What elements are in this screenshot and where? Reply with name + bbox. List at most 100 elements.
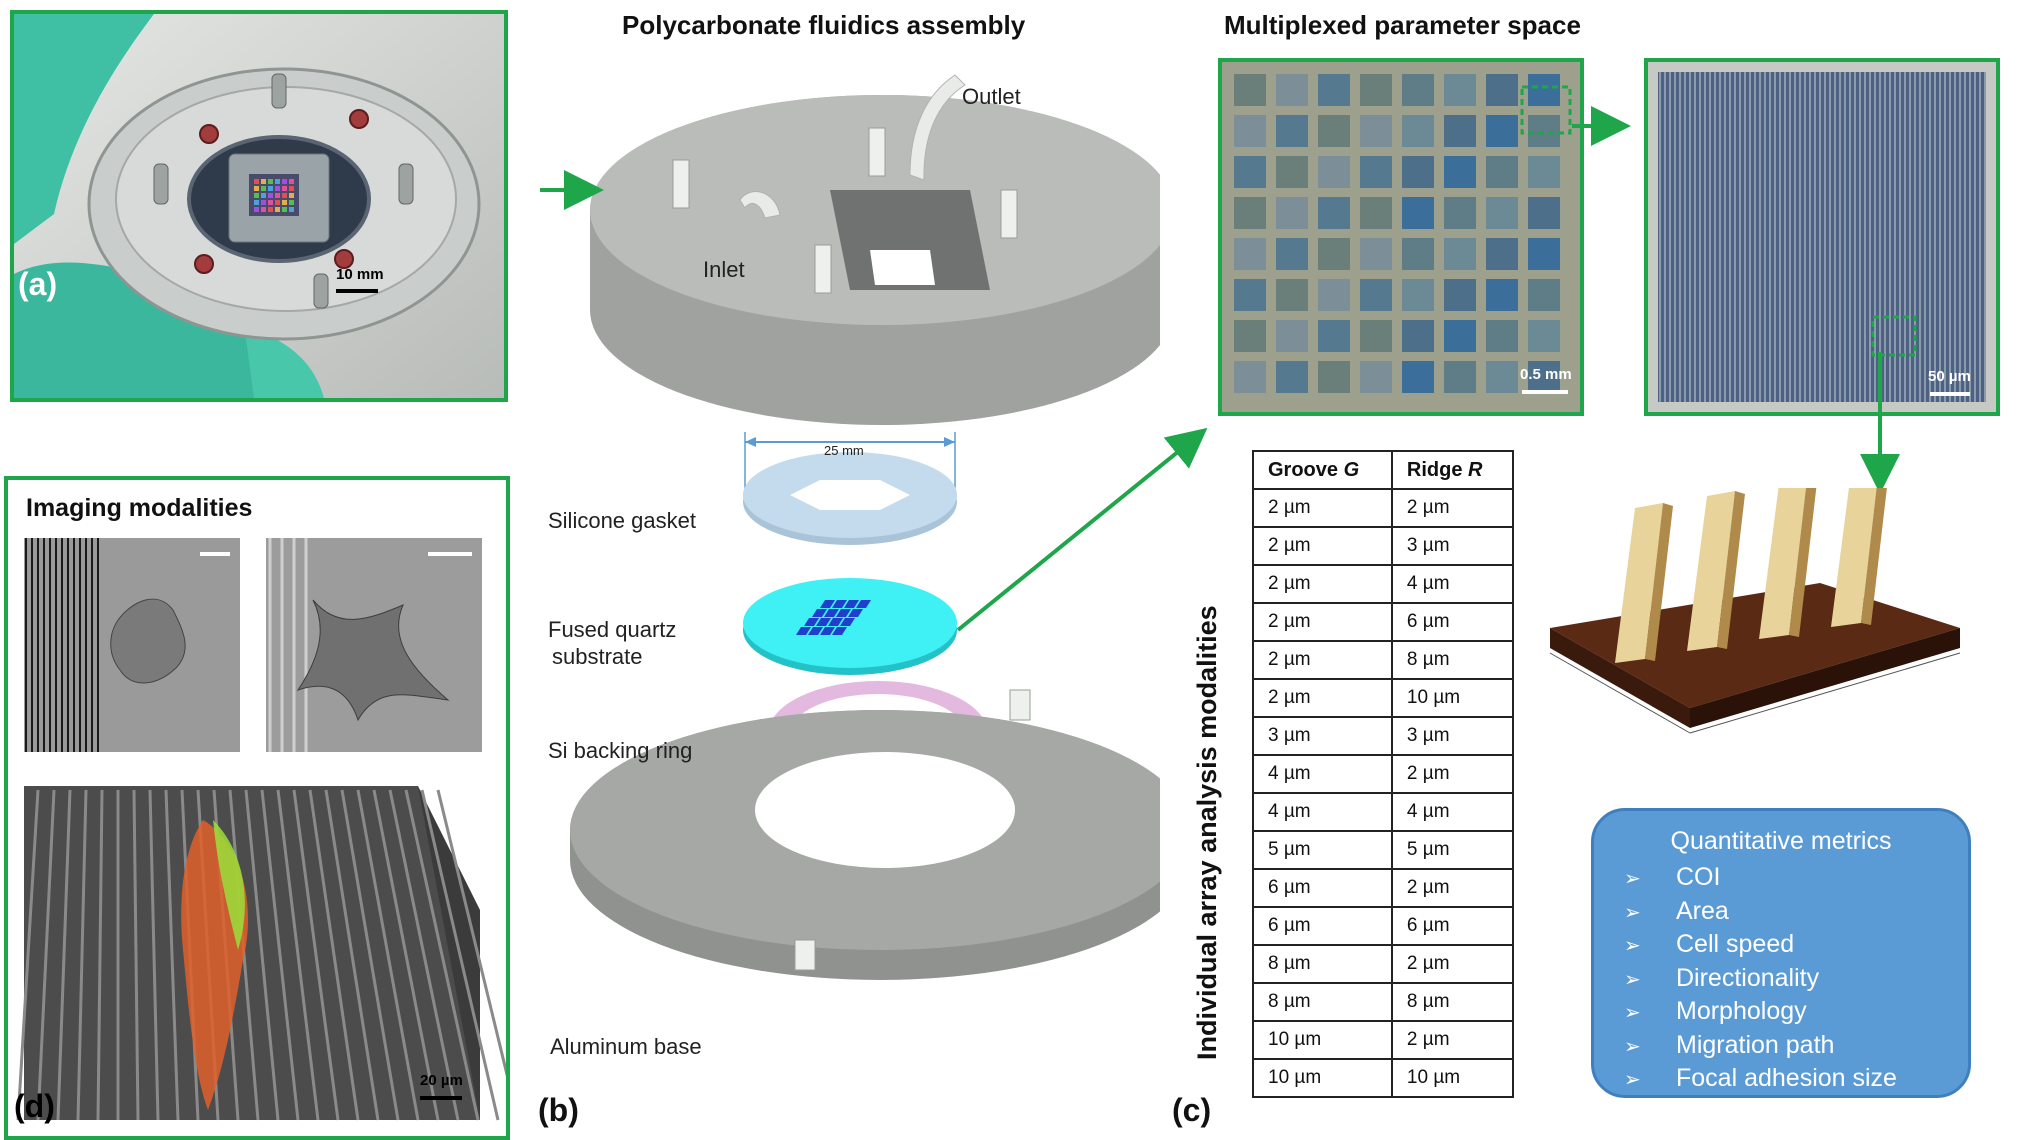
metrics-title: Quantitative metrics [1670,827,1892,855]
ridge-cell: 2 µm [1390,488,1515,528]
panel-b-title: Polycarbonate fluidics assembly [622,10,1026,40]
metric-label: Directionality [1676,963,1820,992]
ridge-cell: 10 µm [1390,678,1515,718]
metric-item: ➢Directionality [1624,963,1968,997]
arrow-bullet-icon: ➢ [1624,868,1641,890]
panel-c-label: (c) [1172,1092,1212,1128]
groove-cell: 3 µm [1252,716,1393,756]
ridge-cell: 2 µm [1390,1020,1515,1060]
metric-item: ➢ COI [1624,862,1968,896]
array-scalebar-text: 0.5 mm [1520,366,1572,383]
imaging-micrographs [16,538,506,1121]
arrow-bullet-icon: ➢ [1624,1002,1641,1024]
panel-d-frame: Imaging modalities 20 µm (d) [4,476,510,1140]
header-groove-name: Groove [1268,458,1339,481]
ridge-cell: 6 µm [1390,906,1515,946]
panel-a-scalebar-text: 10 mm [336,266,384,283]
groove-cell: 4 µm [1252,792,1393,832]
metric-label: COI [1676,863,1721,891]
panel-d-scalebar-text: 20 µm [420,1072,463,1089]
grating-zoom [1658,72,1986,402]
metric-label: Migration path [1676,1030,1835,1059]
panel-d-label: (d) [14,1088,55,1124]
array-image-frame: 0.5 mm [1218,58,1584,416]
groove-cell: 8 µm [1252,944,1393,984]
panel-a-label: (a) [18,266,58,302]
ridge-cell: 6 µm [1390,602,1515,642]
arrow-bullet-icon: ➢ [1624,1069,1641,1091]
panel-d-title: Imaging modalities [26,494,253,522]
groove-cell: 8 µm [1252,982,1393,1022]
metric-item: ➢Cell speed [1624,929,1968,963]
groove-cell: 6 µm [1252,868,1393,908]
part-fused-quartz: Fused quartz [548,617,677,642]
arrow-bullet-icon: ➢ [1624,1035,1641,1058]
header-ridge-name: Ridge [1406,458,1463,481]
metrics-list: ➢COI➢Area➢Cell speed➢Directionality➢Morp… [1594,862,1968,1097]
outlet-label: Outlet [962,84,1021,109]
analysis-modalities-vertical-title: Individual array analysis modalities [1192,605,1222,1060]
ridge-cell: 4 µm [1390,792,1515,832]
metric-item: ➢ Area [1624,896,1968,930]
ridge-cell: 10 µm [1390,1058,1515,1098]
multiplexed-array [1234,74,1572,394]
ridge-cell: 5 µm [1390,830,1515,870]
ridge-cell: 2 µm [1390,944,1515,984]
ridge-cell: 3 µm [1390,716,1515,756]
panel-c-title: Multiplexed parameter space [1224,10,1581,40]
groove-cell: 2 µm [1252,602,1393,642]
metric-label: Morphology [1676,997,1807,1025]
ridge-cell: 8 µm [1390,982,1515,1022]
groove-cell: 10 µm [1252,1058,1393,1098]
ridge-cell: 2 µm [1390,868,1515,908]
header-groove-symbol: G [1343,458,1360,481]
groove-cell: 2 µm [1252,488,1393,528]
table-header-row: Groove G Ridge R [1252,450,1515,490]
groove-cell: 2 µm [1252,564,1393,604]
afm-surface-plot [1549,488,1961,734]
ridge-cell: 2 µm [1390,754,1515,794]
header-ridge-symbol: R [1468,458,1483,481]
fluidics-assembly-diagram [570,74,1160,980]
table-header-ridge: Ridge R [1390,450,1515,490]
part-si-backing-ring: Si backing ring [548,738,693,763]
groove-cell: 4 µm [1252,754,1393,794]
panel-a-frame: 10 mm (a) [10,10,508,402]
metric-label: Cell speed [1676,930,1795,958]
quantitative-metrics-box: Quantitative metrics ➢COI➢Area➢Cell spee… [1591,808,1971,1098]
dimension-label: 25 mm [824,443,864,458]
groove-cell: 2 µm [1252,678,1393,718]
groove-cell: 10 µm [1252,1020,1393,1060]
arrow-bullet-icon: ➢ [1624,901,1641,924]
metric-item: ➢ Focal adhesion size [1624,1063,1968,1097]
zoom-scalebar-text: 50 µm [1928,368,1971,385]
groove-cell: 5 µm [1252,830,1393,870]
ridge-cell: 8 µm [1390,640,1515,680]
metric-label: Focal adhesion size [1676,1064,1897,1092]
part-substrate: substrate [552,644,643,669]
table-header-groove: Groove G [1252,450,1393,490]
groove-cell: 2 µm [1252,640,1393,680]
groove-cell: 2 µm [1252,526,1393,566]
inlet-label: Inlet [703,257,745,282]
ridge-cell: 3 µm [1390,526,1515,566]
panel-b-label: (b) [538,1092,579,1128]
metric-item: ➢ Migration path [1624,1030,1968,1064]
metric-label: Area [1676,896,1729,925]
zoom-image-frame: 50 µm [1644,58,2000,416]
